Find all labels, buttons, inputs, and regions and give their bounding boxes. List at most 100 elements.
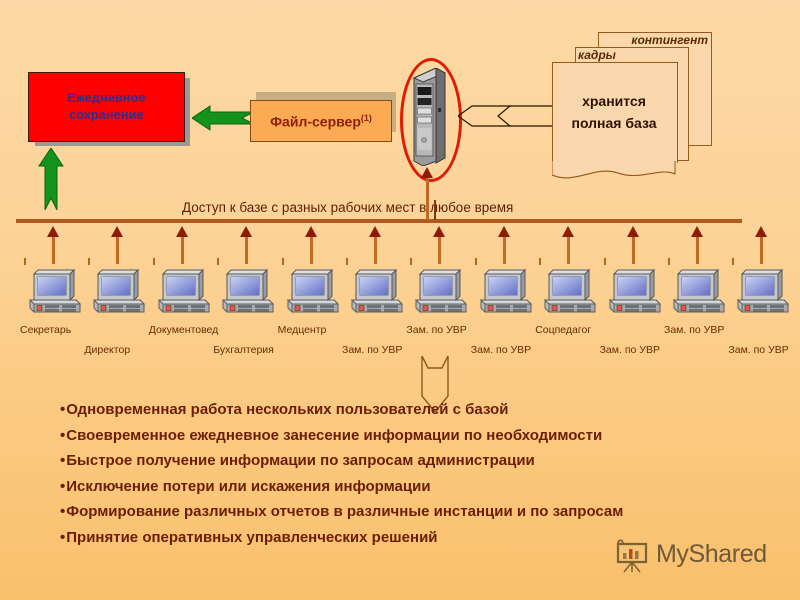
workstation-tick [346, 258, 348, 265]
workstation-feed-stem [374, 236, 377, 264]
benefit-bullet-icon: • [60, 477, 66, 495]
myshared-watermark: MyShared [612, 536, 792, 576]
benefit-item-2: •Своевременное ежедневное занесение инфо… [60, 423, 760, 449]
workstation-feed-arrowhead [175, 226, 188, 237]
benefit-item-5: •Формирование различных отчетов в различ… [60, 499, 760, 525]
workstation-tick [152, 258, 155, 265]
benefit-item-text: Быстрое получение информации по запросам… [66, 452, 535, 469]
workstation-tick [603, 258, 606, 265]
benefit-item-4: •Исключение потери или искажения информа… [60, 474, 760, 500]
down-arrow-outline-icon [421, 356, 449, 412]
benefit-bullet-icon: • [60, 401, 66, 418]
benefit-bullet-icon: • [60, 426, 66, 444]
workstation-7[interactable] [408, 262, 470, 319]
workstation-2[interactable] [86, 262, 148, 319]
myshared-watermark-text: MyShared [656, 540, 767, 568]
workstation-feed-stem [631, 236, 635, 264]
workstation-feed-arrowhead [47, 226, 59, 237]
workstation-feed-arrowhead [562, 226, 575, 237]
workstation-3[interactable] [151, 262, 213, 319]
workstation-4[interactable] [215, 262, 277, 319]
workstation-1[interactable] [22, 262, 84, 319]
workstation-feed-stem [502, 236, 506, 264]
workstation-feed-stem [309, 236, 313, 264]
workstation-label-4: Бухгалтерия [213, 344, 274, 356]
document-main-text: хранится полная база [552, 90, 676, 134]
workstation-12[interactable] [730, 262, 792, 319]
workstation-feed-arrowhead [497, 226, 510, 237]
document-tab-label-kontingent: контингент [631, 33, 708, 47]
workstation-feed-stem [438, 236, 442, 264]
workstation-feed-stem [245, 236, 249, 264]
green-left-arrow-icon [192, 105, 254, 131]
workstation-feed-stem [567, 236, 571, 264]
workstation-feed-arrowhead [626, 226, 639, 237]
workstation-label-6: Зам. по УВР [342, 344, 403, 356]
workstation-tick [88, 258, 91, 265]
daily-save-line-2: сохранение [69, 108, 144, 122]
workstation-label-7: Зам. по УВР [406, 324, 467, 336]
desktop-computer-icon [350, 268, 404, 313]
workstation-label-9: Соцпедагог [535, 324, 592, 336]
workstation-5[interactable] [280, 262, 342, 319]
benefit-item-1: •Одновременная работа нескольких пользов… [60, 397, 760, 423]
workstation-label-11: Зам. по УВР [664, 324, 725, 336]
workstation-tick [24, 258, 26, 265]
benefit-bullet-icon: • [60, 452, 66, 469]
workstation-feed-stem [52, 236, 55, 264]
workstation-tick [217, 258, 220, 265]
workstation-feed-stem [180, 236, 184, 264]
workstation-feed-arrowhead [369, 226, 381, 237]
file-server-box: Файл-сервер(1) [250, 100, 392, 142]
workstation-feed-arrowhead [240, 226, 253, 237]
desktop-computer-icon [672, 268, 726, 313]
daily-save-box: Ежедневное сохранение [28, 72, 185, 142]
workstation-tick [281, 258, 284, 265]
workstation-tick [410, 258, 413, 265]
desktop-computer-icon [221, 268, 275, 313]
benefit-item-text: Формирование различных отчетов в различн… [66, 503, 624, 520]
desktop-computer-icon [93, 268, 146, 313]
access-bus-line [16, 219, 742, 223]
workstation-9[interactable] [537, 262, 599, 319]
access-bus-caption: Доступ к базе с разных рабочих мест в лю… [182, 200, 514, 215]
desktop-computer-icon [286, 268, 339, 313]
workstation-tick [732, 258, 735, 265]
desktop-computer-icon [737, 268, 790, 313]
server-feed-stem [426, 176, 429, 220]
workstation-11[interactable] [666, 262, 728, 319]
workstation-label-10: Зам. по УВР [599, 344, 660, 356]
document-page-main [552, 62, 678, 163]
workstation-10[interactable] [602, 262, 664, 319]
benefit-item-text: Своевременное ежедневное занесение инфор… [66, 426, 603, 444]
workstation-label-2: Директор [84, 344, 131, 356]
benefit-item-text: Исключение потери или искажения информац… [66, 477, 431, 495]
document-page-wavy-bottom [552, 161, 676, 179]
benefit-bullet-icon: • [60, 503, 66, 520]
workstation-feed-stem [696, 236, 699, 264]
server-tower-icon [412, 68, 446, 166]
benefits-list: •Одновременная работа нескольких пользов… [60, 397, 760, 550]
benefit-item-6: •Принятие оперативных управленческих реш… [60, 525, 760, 551]
workstation-feed-stem [760, 236, 764, 264]
workstation-tick [668, 258, 670, 265]
server-to-documents-arrow-icon [458, 105, 556, 127]
workstation-feed-stem [116, 236, 120, 264]
workstation-feed-arrowhead [304, 226, 317, 237]
daily-save-line-1: Ежедневное [67, 91, 146, 105]
desktop-computer-icon [28, 268, 82, 313]
workstation-6[interactable] [344, 262, 406, 319]
document-main-line-2: полная база [571, 115, 657, 131]
access-bus-divider-tick [434, 200, 436, 220]
benefit-item-3: •Быстрое получение информации по запроса… [60, 448, 760, 474]
file-server-label: Файл-сервер [270, 113, 361, 130]
server-highlight-ellipse [400, 58, 462, 182]
workstation-8[interactable] [473, 262, 535, 319]
desktop-computer-icon [157, 268, 211, 313]
workstation-label-3: Документовед [148, 324, 219, 336]
file-server-superscript: (1) [360, 112, 372, 123]
desktop-computer-icon [608, 268, 661, 313]
benefit-item-text: Одновременная работа нескольких пользова… [66, 401, 509, 418]
benefit-bullet-icon: • [60, 528, 66, 546]
